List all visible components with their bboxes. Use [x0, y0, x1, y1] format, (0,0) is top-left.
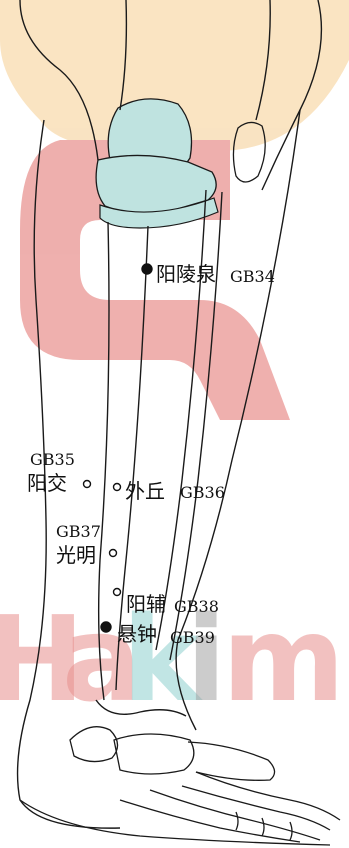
label-gb38-name: 阳辅: [126, 592, 166, 616]
label-gb34-name: 阳陵泉: [156, 262, 216, 286]
watermark-letter-i: i: [186, 590, 227, 728]
label-gb39-code: GB39: [170, 628, 215, 647]
foot-bones: [19, 726, 341, 846]
label-gb38-code: GB38: [174, 597, 219, 616]
label-gb39-name: 悬钟: [117, 622, 157, 646]
label-gb37-code: GB37: [56, 522, 101, 541]
marker-gb37: [108, 548, 118, 558]
marker-gb39: [100, 621, 112, 633]
label-gb37-name: 光明: [56, 543, 96, 567]
acupoint-markers: [82, 263, 153, 633]
label-gb35-code: GB35: [30, 450, 75, 469]
marker-gb36: [112, 482, 122, 492]
femur: [19, 0, 323, 191]
label-gb34-code: GB34: [230, 267, 275, 286]
label-gb36-code: GB36: [180, 483, 225, 502]
knee-joint-highlight: [95, 98, 219, 229]
watermark-letter-m: m: [222, 590, 345, 728]
marker-gb35: [82, 479, 92, 489]
fibula-head: [232, 121, 266, 183]
label-gb35-name: 阳交: [27, 471, 67, 495]
marker-gb38: [112, 587, 122, 597]
marker-gb34: [141, 263, 153, 275]
label-gb36-name: 外丘: [125, 479, 165, 503]
watermark-letter-a: a: [62, 590, 142, 728]
